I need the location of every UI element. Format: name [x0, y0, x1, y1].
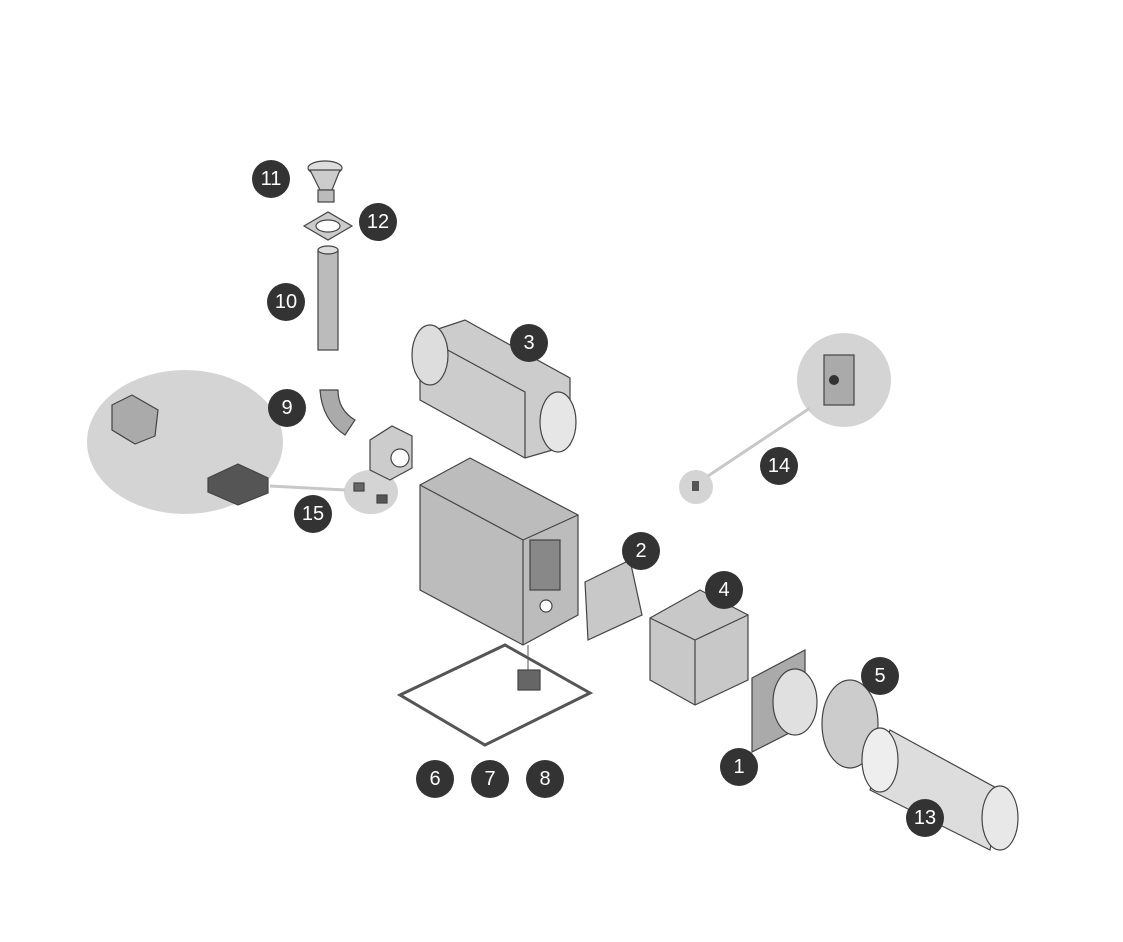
duct-pipe	[317, 249, 339, 351]
callout-12[interactable]: 12	[359, 203, 397, 241]
callout-1[interactable]: 1	[720, 748, 758, 786]
callout-15[interactable]: 15	[294, 495, 332, 533]
spigot	[751, 649, 818, 753]
filter-panel	[584, 559, 643, 641]
main-unit	[419, 457, 579, 646]
callout-9[interactable]: 9	[268, 389, 306, 427]
callout-13[interactable]: 13	[906, 799, 944, 837]
grille	[649, 589, 749, 706]
callout-10[interactable]: 10	[267, 283, 305, 321]
elbow	[319, 389, 356, 436]
callout-14[interactable]: 14	[760, 447, 798, 485]
mounting-frame	[396, 643, 594, 747]
callout-2[interactable]: 2	[622, 532, 660, 570]
controller-large	[111, 394, 269, 506]
filter-box	[411, 319, 577, 459]
flexible-duct	[861, 727, 1019, 851]
callout-3[interactable]: 3	[510, 324, 548, 362]
connector-box	[369, 425, 413, 481]
roof-cap	[307, 160, 343, 203]
callout-7[interactable]: 7	[471, 760, 509, 798]
callout-11[interactable]: 11	[252, 160, 290, 198]
callout-4[interactable]: 4	[705, 571, 743, 609]
callout-5[interactable]: 5	[861, 657, 899, 695]
callout-6[interactable]: 6	[416, 760, 454, 798]
callout-8[interactable]: 8	[526, 760, 564, 798]
